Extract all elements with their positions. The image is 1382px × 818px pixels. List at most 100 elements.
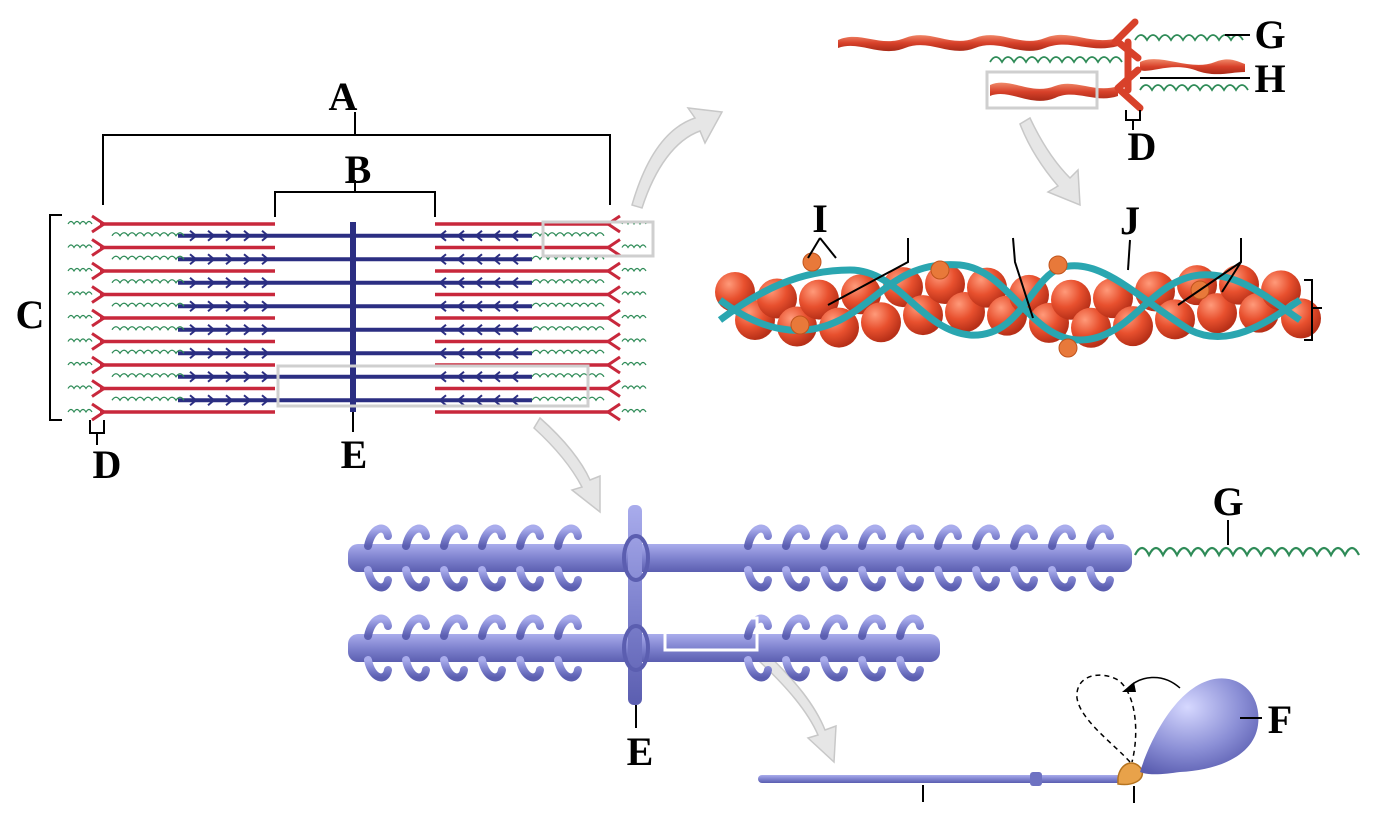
m-line <box>350 222 356 412</box>
myosin-head-3d <box>440 614 468 640</box>
myosin-head-3d <box>440 656 468 682</box>
z-disc-chevron <box>605 261 621 281</box>
m-line-ring-1 <box>622 534 650 582</box>
label-a: A <box>329 74 358 119</box>
actin-monomer <box>1197 293 1237 334</box>
myosin-head-mark <box>510 347 519 360</box>
label-i: I <box>812 196 828 241</box>
zoom-box-titin <box>541 220 655 258</box>
sarcomere-schematic <box>49 112 655 445</box>
label-b: B <box>345 147 372 192</box>
myosin-head-3d <box>820 656 848 682</box>
titin-coil <box>111 302 185 308</box>
myosin-head-mark <box>225 253 234 266</box>
myosin-head-mark <box>474 300 483 313</box>
actin-monomer <box>883 267 923 308</box>
myosin-head-mark <box>207 394 216 407</box>
myosin-head-mark <box>243 276 252 289</box>
myosin-head-3d <box>478 524 506 550</box>
label-h: H <box>1254 56 1285 101</box>
z-disc-chevron <box>605 308 621 328</box>
myosin-head-mark <box>225 276 234 289</box>
actin-monomer <box>1051 279 1091 320</box>
myosin-head-mark <box>474 394 483 407</box>
myosin-head-3d <box>858 566 886 592</box>
filament-rows <box>67 214 647 422</box>
myosin-head-mark <box>207 276 216 289</box>
myosin-head-3d <box>1048 524 1076 550</box>
titin-coil-bottom <box>1139 84 1249 92</box>
myosin-head-3d <box>440 524 468 550</box>
actin-monomer <box>861 302 901 343</box>
power-stroke-arrowhead <box>1122 682 1136 692</box>
titin-coil-right <box>1134 546 1360 558</box>
myosin-head-3d <box>972 566 1000 592</box>
i-pointer <box>807 237 837 259</box>
myosin-head-mark <box>189 370 198 383</box>
myosin-head-3d <box>1048 566 1076 592</box>
titin-coil <box>111 232 185 237</box>
actin-monomer <box>799 279 839 320</box>
z-disc-chevron <box>605 332 621 351</box>
myosin-head <box>1140 678 1259 775</box>
z-disc-chevron <box>91 379 107 398</box>
myosin-head-3d <box>516 566 544 592</box>
z-disc-chevron <box>605 238 621 257</box>
z-disc-branch-lower <box>1114 66 1144 112</box>
myosin-head-mark <box>243 323 252 336</box>
myosin-head-3d <box>402 566 430 592</box>
myosin-head-mark <box>474 276 483 289</box>
titin-coil-mid <box>989 56 1123 64</box>
myosin-head-mark <box>243 394 252 407</box>
myosin-head-3d <box>516 614 544 640</box>
titin-coil-edge <box>67 385 93 390</box>
titin-coil-edge <box>67 291 93 296</box>
myosin-head-mark <box>474 370 483 383</box>
titin-coil <box>111 373 185 378</box>
thin-filament-closeup <box>838 18 1250 130</box>
myosin-head-3d <box>478 614 506 640</box>
zoom-box-thick <box>276 364 590 408</box>
actin-twist-lower <box>990 82 1118 101</box>
myosin-head-mark <box>261 300 270 313</box>
arrow-to-thick-filament <box>533 416 601 514</box>
myosin-head-3d <box>364 614 392 640</box>
myosin-head-mark <box>189 253 198 266</box>
titin-coil-edge <box>621 291 647 296</box>
myosin-head-3d <box>934 566 962 592</box>
actin-helix <box>715 237 1322 358</box>
myosin-head-mark <box>474 347 483 360</box>
zoom-box-myosin <box>663 616 759 652</box>
myosin-head-mark <box>207 300 216 313</box>
myosin-head-3d <box>516 656 544 682</box>
troponin <box>1058 338 1078 358</box>
c-bracket <box>49 214 62 421</box>
titin-coil-edge <box>67 361 93 367</box>
myosin-head-3d <box>782 656 810 682</box>
helix-bracket <box>1304 279 1322 341</box>
z-disc-chevron <box>91 261 107 281</box>
myosin-head-3d <box>820 614 848 640</box>
myosin-head-mark <box>207 253 216 266</box>
myosin-head-mark <box>189 323 198 336</box>
label-j: J <box>1120 198 1140 243</box>
myosin-head-3d <box>744 656 772 682</box>
troponin <box>802 252 822 272</box>
label-d-left: D <box>93 442 122 487</box>
myosin-head-mark <box>492 323 501 336</box>
thick-filament-3d <box>348 614 940 682</box>
z-disc-chevron <box>605 214 621 234</box>
thick-filament-core <box>348 544 1132 572</box>
myosin-head-3d <box>1010 566 1038 592</box>
label-f: F <box>1268 697 1292 742</box>
z-disc-chevron <box>91 238 107 257</box>
myosin-head-mark <box>492 276 501 289</box>
actin-twist-top <box>838 34 1118 52</box>
z-disc-chevron <box>91 355 107 375</box>
myosin-head-mark <box>207 229 216 242</box>
myosin-head-mark <box>261 276 270 289</box>
myosin-head-3d <box>554 614 582 640</box>
myosin-head-3d <box>934 524 962 550</box>
arrow-to-myosin <box>756 650 837 764</box>
z-disc-chevron <box>605 355 621 375</box>
